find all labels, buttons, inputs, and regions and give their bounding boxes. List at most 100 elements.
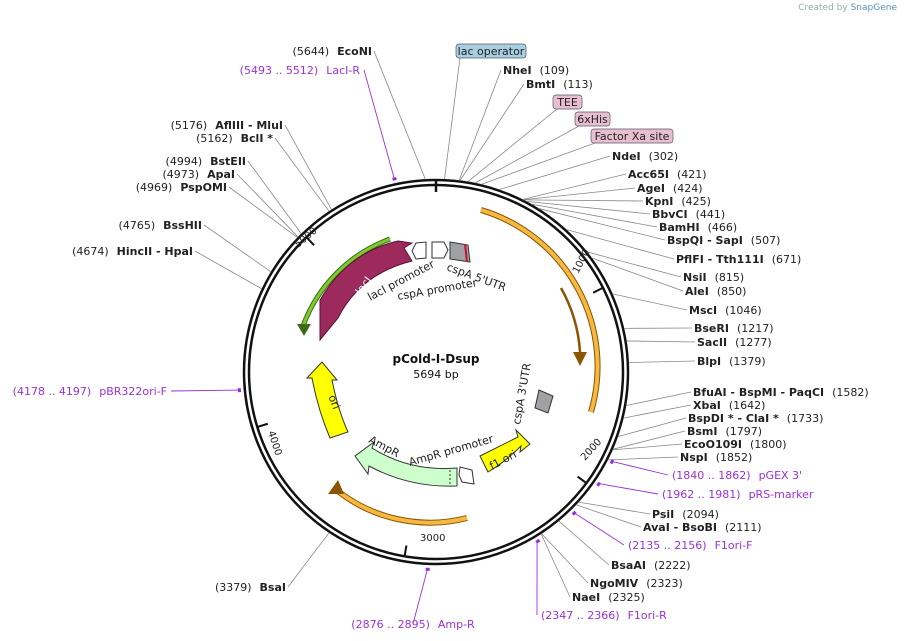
restriction-site-label[interactable]: NspI(1852) (680, 451, 752, 464)
restriction-site-label[interactable]: BmtI(113) (526, 78, 593, 91)
restriction-site-label[interactable]: BseRI(1217) (694, 322, 774, 335)
orf-arc-cds-fill (480, 208, 600, 413)
primer-label[interactable]: (2876 .. 2895)Amp-R (351, 618, 475, 631)
site-position: (1046) (725, 304, 762, 317)
plasmid-size: 5694 bp (413, 368, 458, 381)
laci-orf-arrow (297, 324, 311, 336)
restriction-site-label[interactable]: (4765)BssHII (119, 219, 202, 232)
restriction-site-label[interactable]: XbaI (1642) (693, 399, 765, 412)
site-name: NdeI (612, 150, 641, 163)
site-position: (3379) (215, 581, 252, 594)
site-name: HincII - HpaI (117, 245, 193, 258)
svg-text:PflFI - Tth111I(671): PflFI - Tth111I(671) (676, 253, 801, 266)
restriction-site-label[interactable]: BspDI * - ClaI *(1733) (688, 412, 823, 425)
feature-box[interactable] (590, 128, 674, 144)
site-leader-line (499, 155, 611, 191)
restriction-site-label[interactable]: BbvCI(441) (652, 208, 725, 221)
restriction-site-label[interactable]: BfuAI - BspMI - PaqCI(1582) (693, 386, 869, 399)
site-leader-line (523, 199, 644, 202)
restriction-site-label[interactable]: MscI(1046) (689, 304, 762, 317)
svg-text:(4674)HincII - HpaI: (4674)HincII - HpaI (72, 245, 193, 258)
site-leader-line (228, 186, 298, 238)
restriction-site-label[interactable]: KpnI(425) (645, 195, 711, 208)
restriction-site-label[interactable]: (4994)BstEII (166, 155, 246, 168)
feature-box-label: TEE (556, 96, 578, 109)
restriction-site-label[interactable]: NheI(109) (503, 64, 569, 77)
svg-text:BamHI(466): BamHI(466) (659, 221, 737, 234)
restriction-site-label[interactable]: BsmI(1797) (687, 425, 762, 438)
site-leader-line (586, 251, 682, 278)
restriction-site-label[interactable]: (4973)ApaI (163, 168, 235, 181)
site-position: (2111) (725, 521, 762, 534)
site-leader-line (623, 404, 692, 419)
restriction-site-label[interactable]: NsiI(815) (683, 271, 744, 284)
site-name: AleI (685, 285, 709, 298)
restriction-site-label[interactable]: Acc65I(421) (628, 168, 707, 181)
restriction-site-label[interactable]: (5162)BclI * (196, 132, 273, 145)
site-position: (5176) (171, 119, 208, 132)
site-name: NgoMIV (590, 577, 639, 590)
restriction-site-label[interactable]: BsaAI(2222) (611, 559, 691, 572)
restriction-site-label[interactable]: AleI(850) (685, 285, 746, 298)
restriction-site-label[interactable]: (5644)EcoNI (293, 45, 372, 58)
restriction-site-label[interactable]: BamHI(466) (659, 221, 737, 234)
restriction-site-label[interactable]: NgoMIV(2323) (590, 577, 683, 590)
primer-label[interactable]: (2347 .. 2366)F1ori-R (541, 609, 667, 622)
svg-text:(4973)ApaI: (4973)ApaI (163, 168, 235, 181)
site-position: (4969) (136, 181, 173, 194)
feature-cspa-3utr (534, 389, 554, 414)
orf-arc-inner-arrow (573, 352, 587, 366)
restriction-site-label[interactable]: (3379)BsaI (215, 581, 286, 594)
label-ori: ori (325, 393, 342, 411)
feature-box[interactable] (574, 111, 611, 127)
svg-text:(5176)AflIII - MluI: (5176)AflIII - MluI (171, 119, 283, 132)
site-position: (507) (751, 234, 781, 247)
site-name: NheI (503, 64, 532, 77)
primer-label[interactable]: (1962 .. 1981)pRS-marker (662, 488, 814, 501)
site-position: (1582) (832, 386, 869, 399)
site-position: (4765) (119, 219, 156, 232)
restriction-site-label[interactable]: PsiI(2094) (652, 508, 719, 521)
feature-box[interactable] (455, 43, 527, 59)
restriction-site-label[interactable]: BspQI - SapI(507) (667, 234, 780, 247)
site-leader-line (236, 173, 299, 238)
svg-text:BfuAI - BspMI - PaqCI(1582: BfuAI - BspMI - PaqCI(1582) (693, 386, 869, 399)
orf-arc-inner (559, 287, 582, 353)
site-leader-line (607, 456, 679, 461)
restriction-site-label[interactable]: AgeI(424) (637, 182, 703, 195)
primer-label[interactable]: (1840 .. 1862)pGEX 3' (672, 469, 802, 482)
primer-label[interactable]: (4178 .. 4197)pBR322ori-F (13, 385, 167, 398)
primer-label[interactable]: (2135 .. 2156)F1ori-F (628, 539, 753, 552)
restriction-site-label[interactable]: EcoO109I(1800) (684, 438, 787, 451)
site-leader-line (247, 160, 302, 235)
site-leader-line (612, 430, 686, 450)
restriction-site-label[interactable]: (4674)HincII - HpaI (72, 245, 193, 258)
feature-box[interactable] (552, 94, 583, 110)
restriction-site-label[interactable]: (4969)PspOMI (136, 181, 227, 194)
site-position: (1800) (750, 438, 787, 451)
restriction-site-label[interactable]: SacII(1277) (697, 336, 772, 349)
site-leader-line (287, 532, 330, 588)
site-leader-line (373, 50, 426, 180)
primer-leader-line (170, 389, 241, 392)
site-leader-line (540, 533, 571, 598)
svg-text:KpnI(425): KpnI(425) (645, 195, 711, 208)
restriction-site-label[interactable]: NaeI(2325) (572, 591, 645, 604)
site-position: (1642) (729, 399, 766, 412)
restriction-site-label[interactable]: PflFI - Tth111I(671) (676, 253, 801, 266)
site-position: (466) (708, 221, 738, 234)
site-leader-line (575, 504, 642, 528)
restriction-site-label[interactable]: AvaI - BsoBI(2111) (643, 521, 762, 534)
site-leader-line (194, 250, 263, 290)
site-leader-line (530, 203, 658, 228)
primer-leader-line (363, 69, 396, 181)
site-name: XbaI (693, 399, 721, 412)
primer-label[interactable]: (5493 .. 5512)LacI-R (240, 64, 361, 77)
site-position: (5162) (196, 132, 233, 145)
site-position: (5644) (293, 45, 330, 58)
restriction-site-label[interactable]: BlpI(1379) (697, 355, 766, 368)
restriction-site-label[interactable]: NdeI(302) (612, 150, 678, 163)
restriction-site-label[interactable]: (5176)AflIII - MluI (171, 119, 283, 132)
orf-arc-bottom (332, 485, 468, 526)
primer-leader-line (572, 511, 625, 546)
